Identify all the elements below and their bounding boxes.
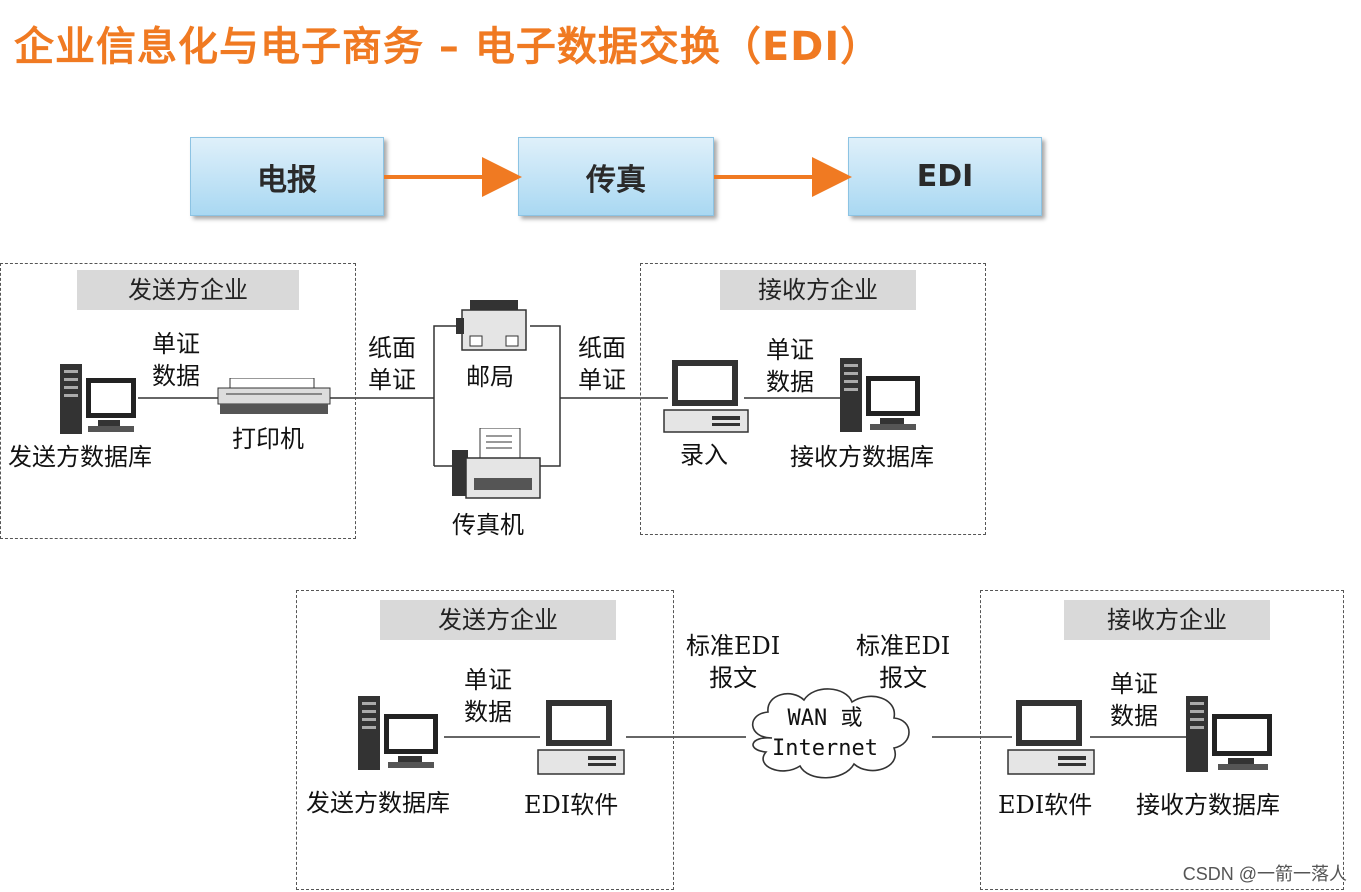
sender-db-label: 发送方数据库 xyxy=(8,443,152,471)
receiver-enterprise-box xyxy=(980,590,1344,890)
edi-software-label: EDI软件 xyxy=(524,791,619,819)
receiver-enterprise-label: 接收方企业 xyxy=(1064,600,1270,640)
stage-telegraph: 电报 xyxy=(190,137,384,216)
doc-data-label: 单证 数据 xyxy=(1110,670,1158,730)
post-office-label: 邮局 xyxy=(466,363,514,391)
doc-data-label: 单证 数据 xyxy=(464,666,512,726)
flow-line xyxy=(433,325,460,466)
receiver-db-label: 接收方数据库 xyxy=(1136,791,1280,819)
paper-doc-label: 纸面 单证 xyxy=(578,334,626,394)
watermark: CSDN @一箭一落人 xyxy=(1182,864,1347,884)
paper-doc-label: 纸面 单证 xyxy=(368,334,416,394)
sender-enterprise-label: 发送方企业 xyxy=(77,270,299,310)
cloud-icon xyxy=(751,688,910,779)
sender-db-label: 发送方数据库 xyxy=(306,789,450,817)
server-computer-icon xyxy=(60,364,136,434)
sender-enterprise-label: 发送方企业 xyxy=(380,600,616,640)
receiver-enterprise-label: 接收方企业 xyxy=(720,270,916,310)
receiver-enterprise-box xyxy=(640,263,986,535)
doc-data-label: 单证 数据 xyxy=(152,330,200,390)
sender-enterprise-box xyxy=(0,263,356,539)
desktop-computer-icon xyxy=(537,700,625,775)
post-office-icon xyxy=(456,300,527,351)
printer-label: 打印机 xyxy=(232,425,304,453)
desktop-computer-icon xyxy=(663,360,749,433)
sender-enterprise-box xyxy=(296,590,674,890)
flow-line xyxy=(530,325,561,467)
printer-icon xyxy=(217,378,331,414)
stage-fax: 传真 xyxy=(518,137,714,216)
server-computer-icon xyxy=(840,358,920,432)
fax-icon xyxy=(452,428,541,499)
stage-label: EDI xyxy=(916,159,974,194)
stage-label: 传真 xyxy=(586,162,646,198)
server-computer-icon xyxy=(358,696,438,770)
desktop-computer-icon xyxy=(1007,700,1095,775)
fax-machine-label: 传真机 xyxy=(452,511,524,539)
entry-label: 录入 xyxy=(680,441,728,469)
standard-edi-message-label: 标准EDI 报文 xyxy=(686,632,781,692)
edi-software-label: EDI软件 xyxy=(998,791,1093,819)
receiver-db-label: 接收方数据库 xyxy=(790,443,934,471)
doc-data-label: 单证 数据 xyxy=(766,336,814,396)
server-computer-icon xyxy=(1186,696,1272,772)
page-title: 企业信息化与电子商务 – 电子数据交换（EDI） xyxy=(14,24,882,70)
standard-edi-message-label: 标准EDI 报文 xyxy=(856,632,951,692)
stage-label: 电报 xyxy=(257,162,317,198)
cloud-label: WAN 或 Internet xyxy=(772,706,878,761)
